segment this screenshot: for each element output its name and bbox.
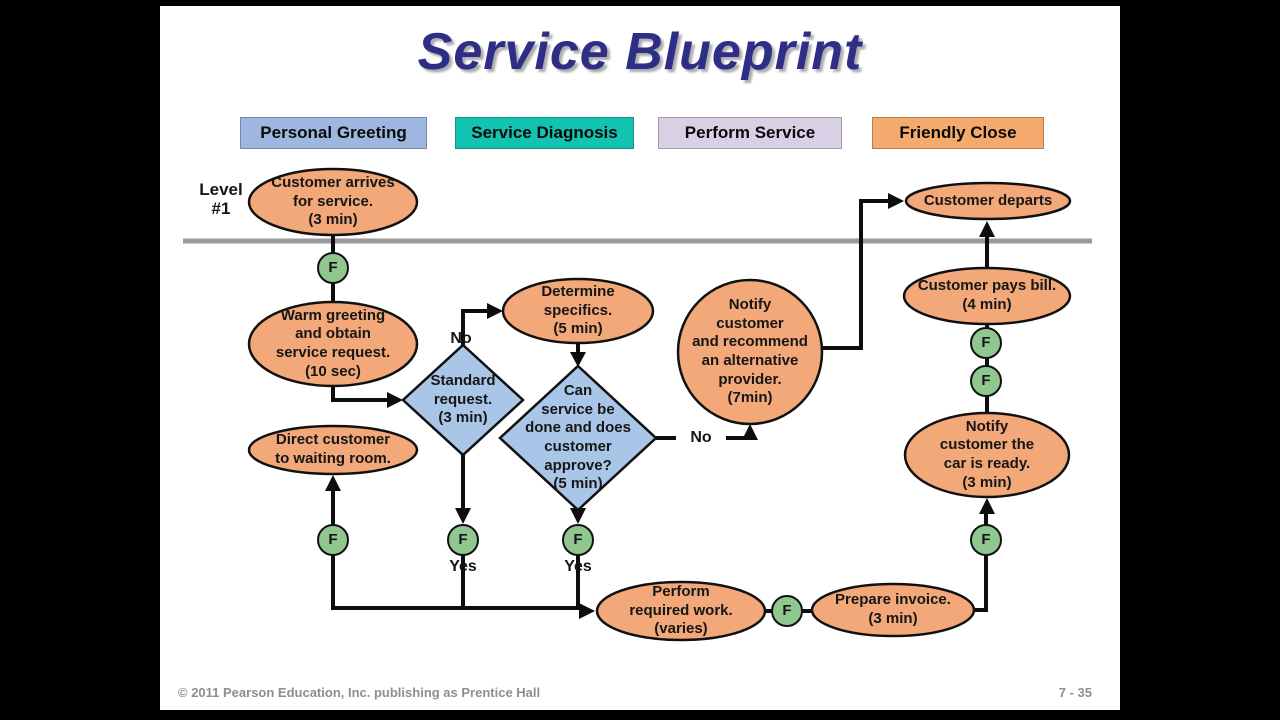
fail-point-marker: F: [981, 333, 991, 351]
arrowhead-into-departs-left: [888, 193, 904, 209]
phase-bar-personal-greeting: Personal Greeting: [240, 117, 427, 149]
letterbox-top: [0, 0, 1280, 6]
arrowheads: [325, 193, 995, 619]
fail-point-circle-6: [447, 524, 479, 556]
shape-prepare-invoice: [810, 582, 976, 638]
footer-copyright: © 2011 Pearson Education, Inc. publishin…: [178, 685, 541, 700]
phase-bar-friendly-close: Friendly Close: [872, 117, 1044, 149]
fail-point-marker: F: [573, 530, 583, 548]
branch-label-no-standard: No: [450, 330, 472, 348]
shape-notify-alternative: [676, 278, 824, 426]
fail-point-marker: F: [782, 601, 792, 619]
fail-point-circle-2: [970, 327, 1002, 359]
process-shapes: [247, 167, 1072, 642]
node-perform-work: Perform required work. (varies): [629, 583, 733, 638]
shape-customer-departs: [904, 181, 1072, 221]
branch-label-yes-standard: Yes: [449, 558, 477, 576]
connector-notify-to-departs: [818, 199, 890, 350]
shape-customer-arrives: [247, 167, 419, 237]
arrowhead-into-notify-alternative: [742, 424, 758, 440]
phase-bar-service-diagnosis: Service Diagnosis: [455, 117, 634, 149]
fail-point-circle-1: [317, 252, 349, 284]
arrowhead-into-determine-specifics: [487, 303, 503, 319]
branch-label-yes-service: Yes: [564, 558, 592, 576]
node-notify-alternative: Notify customer and recommend an alterna…: [692, 296, 808, 407]
node-direct-customer: Direct customer to waiting room.: [275, 431, 391, 467]
branch-label-no-service: No: [676, 427, 726, 449]
shape-standard-request-decision: [401, 343, 525, 457]
fail-point-circle-3: [970, 365, 1002, 397]
shape-perform-work: [595, 580, 767, 642]
connector-standard-no-to-specifics: [461, 309, 489, 350]
fail-point-marker: F: [328, 258, 338, 276]
fail-point-marker: F: [981, 371, 991, 389]
arrowhead-into-fail-point-standard: [455, 508, 471, 524]
arrowhead-into-fail-point-service: [570, 508, 586, 524]
phase-bar-perform-service: Perform Service: [658, 117, 842, 149]
page-number: 7 - 35: [1058, 685, 1092, 700]
node-service-decision: Can service be done and does customer ap…: [525, 382, 631, 493]
shape-service-decision: [498, 364, 658, 512]
connector-greeting-to-standard: [331, 384, 390, 402]
shape-notify-car-ready: [903, 411, 1071, 499]
node-customer-departs: Customer departs: [923, 191, 1053, 209]
arrowhead-into-standard-request: [387, 392, 403, 408]
fail-point-circle-8: [771, 595, 803, 627]
fail-point-shapes: [317, 252, 1002, 627]
fail-point-circle-5: [317, 524, 349, 556]
node-warm-greeting: Warm greeting and obtain service request…: [275, 306, 391, 380]
level-label: Level #1: [199, 180, 243, 218]
shape-direct-customer: [247, 424, 419, 476]
fail-point-marker: F: [328, 530, 338, 548]
shape-warm-greeting: [247, 300, 419, 388]
arrowhead-into-perform-work: [579, 603, 595, 619]
shape-determine-specifics: [501, 277, 655, 345]
fail-point-circle-7: [562, 524, 594, 556]
shape-customer-pays-bill: [902, 266, 1072, 326]
fail-point-marker: F: [981, 530, 991, 548]
fail-point-circle-4: [970, 524, 1002, 556]
slide-title: Service Blueprint: [417, 23, 863, 81]
arrowhead-into-waiting-room: [325, 475, 341, 491]
arrowhead-into-departs-bottom: [979, 221, 995, 237]
fail-point-marker: F: [458, 530, 468, 548]
arrowhead-into-service-decision: [570, 352, 586, 367]
node-prepare-invoice: Prepare invoice. (3 min): [835, 591, 951, 627]
letterbox-bottom: [0, 710, 1280, 720]
node-determine-specifics: Determine specifics. (5 min): [541, 283, 615, 338]
arrowhead-into-car-ready: [979, 498, 995, 514]
node-notify-car-ready: Notify customer the car is ready. (3 min…: [939, 417, 1035, 491]
decision-shapes: [401, 343, 658, 512]
node-customer-pays-bill: Customer pays bill. (4 min): [917, 277, 1057, 313]
node-customer-arrives: Customer arrives for service. (3 min): [271, 174, 395, 229]
node-standard-request-decision: Standard request. (3 min): [430, 372, 496, 427]
